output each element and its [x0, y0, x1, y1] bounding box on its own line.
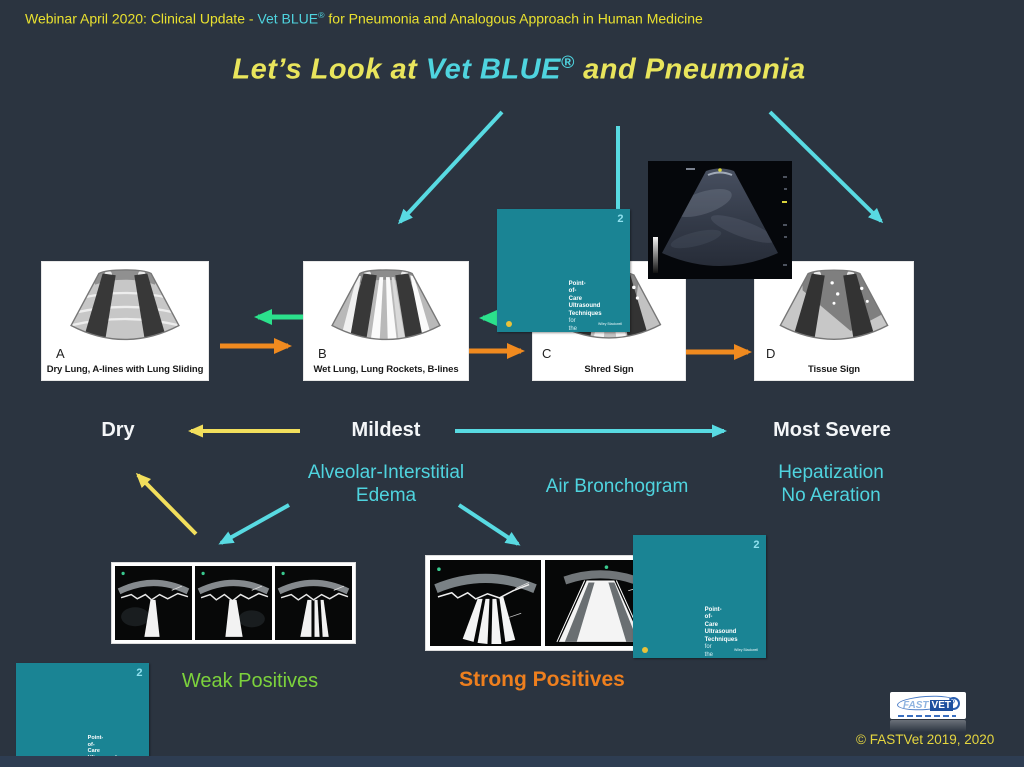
panel-caption-c: Shred Sign — [584, 364, 634, 375]
weak-positives-strip — [112, 563, 355, 643]
panel-dry-lung: A Dry Lung, A-lines with Lung Sliding — [42, 262, 208, 380]
label-weak-positives: Weak Positives — [181, 670, 319, 692]
fastvet-logo: FAST VET — [890, 692, 966, 719]
book-edition-badge: 2 — [136, 666, 143, 679]
panel-caption-d: Tissue Sign — [807, 364, 861, 375]
title-brand: Vet BLUE — [425, 53, 561, 86]
label-dry: Dry — [101, 419, 135, 441]
panel-letter-c: C — [542, 346, 552, 361]
book-publisher: Wiley Blackwell — [734, 647, 759, 652]
label-strong-positives: Strong Positives — [459, 668, 625, 691]
ultrasound-image — [648, 161, 792, 279]
panel-wet-lung: B Wet Lung, Lung Rockets, B-lines — [304, 262, 468, 380]
slide-footer-bar — [0, 756, 1024, 767]
header-brand: Vet BLUE — [257, 10, 319, 27]
panel-letter-b: B — [318, 346, 327, 361]
panel-letter-a: A — [56, 346, 65, 361]
weak-ultrasound-thumb-1 — [115, 566, 192, 640]
lung-fan-diagram-b — [331, 269, 441, 341]
panel-tissue-sign: D Tissue Sign — [755, 262, 913, 380]
lung-fan-diagram-a — [70, 269, 180, 341]
panel-caption-b: Wet Lung, Lung Rockets, B-lines — [313, 364, 459, 375]
title-prefix: Let’s Look at — [232, 53, 426, 86]
copyright-notice: © FASTVet 2019, 2020 — [856, 732, 995, 747]
weak-ultrasound-thumb-3 — [275, 566, 352, 640]
strong-positives-strip — [426, 556, 660, 650]
logo-fast-text: FAST — [902, 700, 929, 711]
slide-header: Webinar April 2020: Clinical Update - Ve… — [25, 10, 703, 27]
book-logo-dot — [642, 646, 649, 653]
header-suffix: for Pneumonia and Analogous Approach in … — [324, 10, 703, 27]
book-edition-badge: 2 — [753, 538, 760, 551]
logo-vet-text: VET — [929, 700, 953, 711]
logo-tagline-bars — [898, 715, 956, 717]
panel-caption-a: Dry Lung, A-lines with Lung Sliding — [46, 364, 204, 375]
book-logo-dot — [506, 320, 513, 327]
label-air-bronchogram: Air Bronchogram — [545, 476, 689, 497]
arrow-title-to-panel-b — [397, 110, 504, 225]
title-registered-mark: ® — [560, 52, 575, 72]
arrow-edema-to-strong-cyan — [457, 503, 521, 546]
label-most-severe: Most Severe — [773, 419, 891, 441]
header-prefix: Webinar April 2020: Clinical Update - — [25, 10, 258, 27]
weak-ultrasound-thumb-2 — [195, 566, 272, 640]
logo-swirl-icon — [947, 697, 960, 710]
arrow-weak-to-dry-yellow — [135, 472, 198, 536]
book-edition-badge: 2 — [617, 212, 624, 225]
arrow-edema-to-weak-cyan — [218, 503, 290, 545]
lung-fan-diagram-d — [779, 269, 889, 340]
label-mildest: Mildest — [351, 419, 421, 441]
header-registered-mark: ® — [318, 10, 325, 20]
strong-ultrasound-thumb-1 — [430, 560, 541, 646]
book-publisher: Wiley Blackwell — [598, 321, 623, 326]
panel-letter-d: D — [766, 346, 776, 361]
fastvet-logo-reflection — [890, 720, 966, 732]
slide-title: Let’s Look at Vet BLUE® and Pneumonia — [0, 52, 1024, 87]
title-suffix: and Pneumonia — [574, 53, 806, 86]
